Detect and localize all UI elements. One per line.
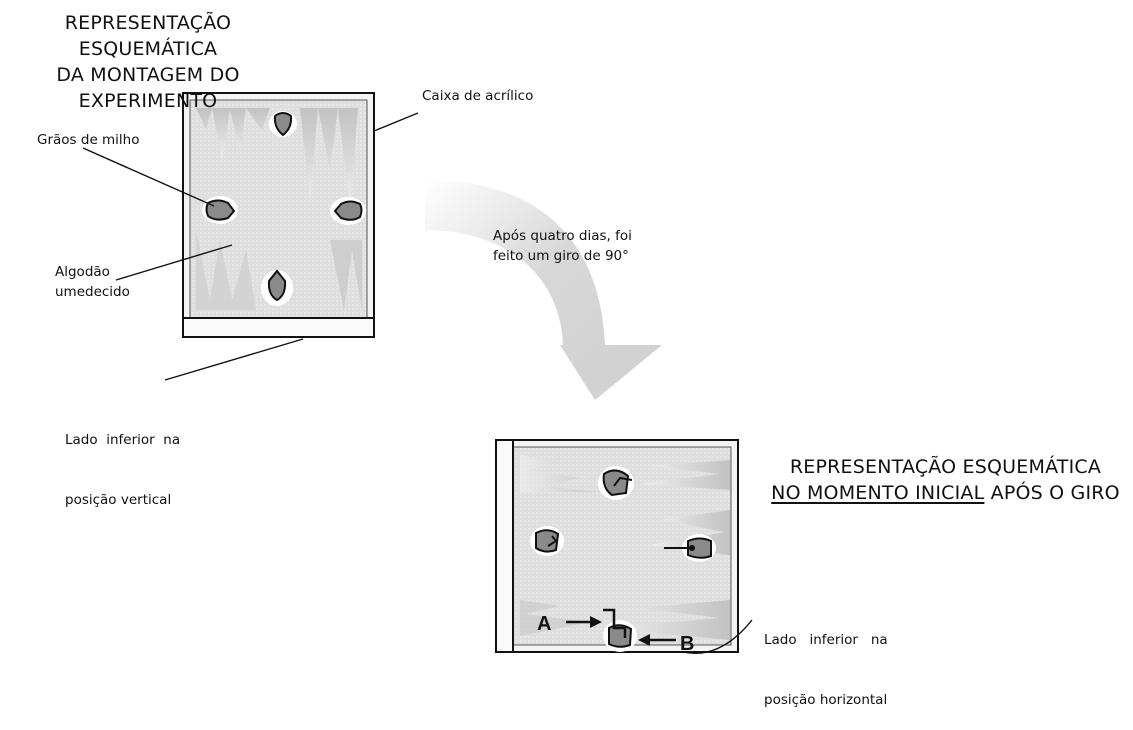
corn-grain-left-horizontal <box>530 526 564 556</box>
point-a-label: A <box>537 613 551 635</box>
label-rotation-line1: Após quatro dias, foi <box>493 228 632 244</box>
corn-grain-bottom-horizontal <box>603 608 637 652</box>
label-rotation-note: Após quatro dias, foi feito um giro de 9… <box>493 226 632 266</box>
label-bottom-vertical-line2: posição vertical <box>65 492 172 508</box>
label-bottom-horizontal-line1: Lado inferior na <box>764 632 888 648</box>
corn-grain-left <box>202 196 238 224</box>
box-bottom-side <box>182 317 375 338</box>
acrylic-box-horizontal: A B <box>495 439 739 655</box>
corn-grain-right-horizontal <box>664 534 716 562</box>
leader-line-bottom <box>682 619 753 654</box>
title-after-rotation: REPRESENTAÇÃO ESQUEMÁTICA NO MOMENTO INI… <box>758 454 1133 506</box>
label-bottom-horizontal-line2: posição horizontal <box>764 692 888 708</box>
acrylic-box-vertical <box>182 92 375 338</box>
label-wet-cotton: Algodão umedecido <box>55 262 130 302</box>
corn-grain-top <box>269 111 297 137</box>
label-bottom-horizontal: Lado inferior na posição horizontal <box>764 590 888 730</box>
corn-grain-bottom <box>261 269 293 306</box>
leader-lines-top <box>82 112 419 381</box>
label-wet-cotton-line2: umedecido <box>55 284 130 300</box>
title-setup: REPRESENTAÇÃO ESQUEMÁTICA DA MONTAGEM DO… <box>0 10 296 114</box>
experiment-diagram: A B <box>82 92 753 655</box>
label-rotation-line2: feito um giro de 90° <box>493 248 629 264</box>
label-corn-grains: Grãos de milho <box>37 132 140 148</box>
title-setup-line2: DA MONTAGEM DO EXPERIMENTO <box>56 64 240 112</box>
title-after-line1: REPRESENTAÇÃO ESQUEMÁTICA <box>789 456 1102 478</box>
rotation-arrow <box>425 180 662 400</box>
title-after-rest: APÓS O GIRO <box>984 482 1120 504</box>
label-acrylic-box: Caixa de acrílico <box>422 88 534 104</box>
point-b-label: B <box>680 633 694 655</box>
title-after-line2: NO MOMENTO INICIAL APÓS O GIRO <box>758 480 1133 506</box>
box-bottom-side-horizontal <box>495 439 514 653</box>
title-after-underlined: NO MOMENTO INICIAL <box>771 482 985 504</box>
point-a-arrow <box>566 616 602 628</box>
label-bottom-vertical-line1: Lado inferior na <box>65 432 181 448</box>
corn-grain-top-horizontal <box>598 466 634 500</box>
label-wet-cotton-line1: Algodão <box>55 264 110 280</box>
corn-grain-right <box>330 197 366 225</box>
label-bottom-vertical: Lado inferior na posição vertical <box>65 390 180 530</box>
point-b-arrow <box>638 634 676 646</box>
title-setup-line1: REPRESENTAÇÃO ESQUEMÁTICA <box>64 12 232 60</box>
